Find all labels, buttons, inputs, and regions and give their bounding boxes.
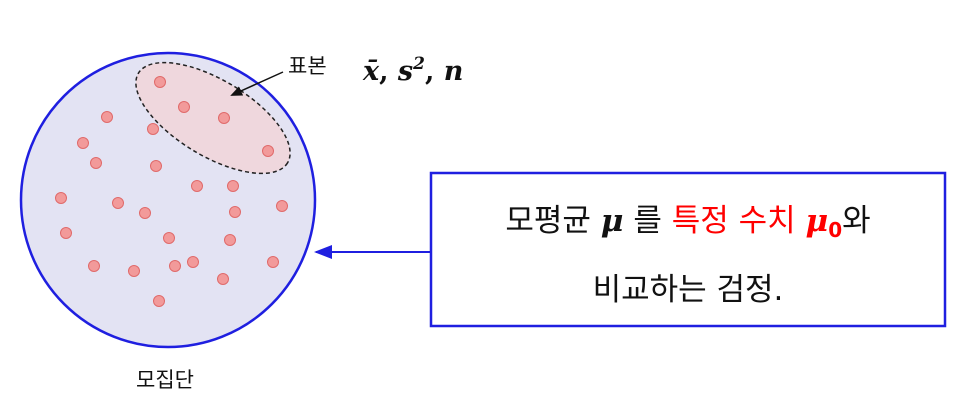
sample-statistics: x̄, s2, n xyxy=(362,54,463,87)
population-point xyxy=(169,260,181,272)
highlight-specific-value: 특정 수치 xyxy=(672,203,796,239)
population-point xyxy=(90,157,102,169)
population-point xyxy=(153,295,165,307)
population-point xyxy=(227,180,239,192)
population-point xyxy=(147,123,159,135)
mu0-subscript: 0 xyxy=(828,218,842,242)
statement-line-1: 모평균 μ 를 특정 수치 μ0와 xyxy=(505,203,870,242)
population-point xyxy=(139,207,151,219)
sample-point xyxy=(262,145,274,157)
statement-box xyxy=(429,171,947,328)
population-point xyxy=(88,260,100,272)
sample-pointer-arrow xyxy=(230,71,284,96)
population-point xyxy=(55,192,67,204)
sample-point xyxy=(218,112,230,124)
population-point xyxy=(60,227,72,239)
population-point xyxy=(276,200,288,212)
population-point xyxy=(267,256,279,268)
population-label: 모집단 xyxy=(136,368,194,392)
stat-mean: x̄ xyxy=(362,56,380,87)
stat-variance: s xyxy=(397,56,413,87)
sample-ellipse xyxy=(135,61,291,175)
mu-symbol: μ xyxy=(601,203,624,239)
population-point xyxy=(77,137,89,149)
population-point xyxy=(101,111,113,123)
population-points xyxy=(55,76,288,307)
population-point xyxy=(217,273,229,285)
population-point xyxy=(112,197,124,209)
population-point xyxy=(187,256,199,268)
population-point xyxy=(163,232,175,244)
population-point xyxy=(150,160,162,172)
stat-variance-exponent: 2 xyxy=(412,54,425,74)
population-point xyxy=(229,206,241,218)
sample-label: 표본 xyxy=(288,54,327,78)
mu0-symbol: μ xyxy=(806,203,829,239)
population-point xyxy=(224,234,236,246)
sample-point xyxy=(178,101,190,113)
statement-line-2: 비교하는 검정. xyxy=(593,272,784,308)
stat-size: n xyxy=(444,56,464,87)
sample-point xyxy=(154,76,166,88)
population-point xyxy=(128,265,140,277)
population-point xyxy=(191,180,203,192)
